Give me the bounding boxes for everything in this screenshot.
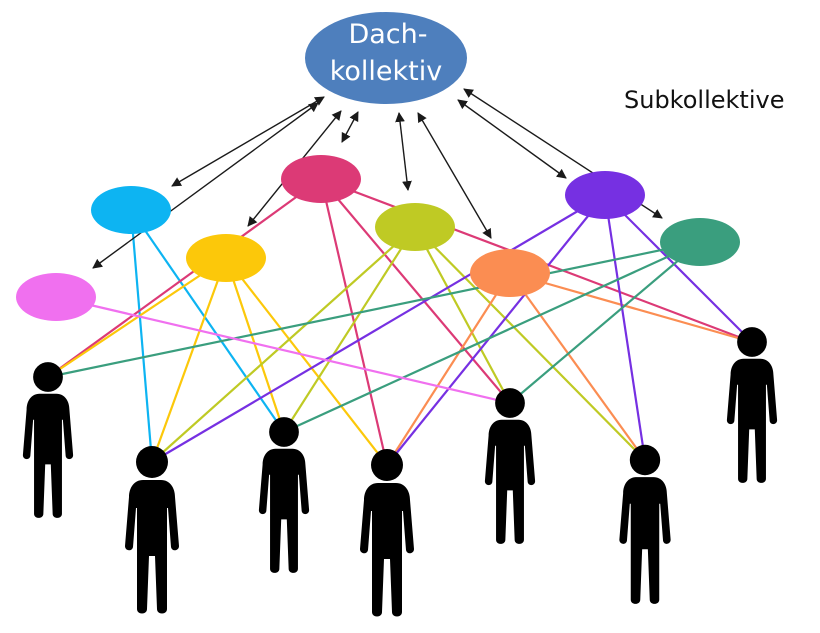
link-yellow-person-4 <box>225 257 388 466</box>
person-body <box>619 477 671 604</box>
people-group <box>22 327 778 617</box>
person-2 <box>125 446 179 614</box>
dachkollektiv-label-line2: kollektiv <box>330 56 443 87</box>
link-orange-person-4 <box>386 272 511 466</box>
link-purple-person-7 <box>604 194 753 343</box>
link-orange-person-7 <box>509 271 753 344</box>
person-5 <box>484 388 536 544</box>
person-body <box>125 480 179 614</box>
link-orange-person-6 <box>509 272 646 461</box>
person-4 <box>360 449 414 617</box>
subcollective-magenta <box>281 155 361 203</box>
link-pink-person-5 <box>55 295 511 405</box>
double-arrow-7 <box>457 99 567 179</box>
person-head <box>33 362 63 392</box>
link-purple-person-6 <box>603 194 647 461</box>
link-yellow-person-3 <box>224 257 286 433</box>
link-green-person-1 <box>47 240 701 379</box>
subcollective-yellow <box>186 234 266 282</box>
person-head <box>136 446 168 478</box>
person-body <box>22 393 74 518</box>
link-purple-person-2 <box>151 194 606 463</box>
person-body <box>726 358 778 483</box>
membership-lines <box>47 177 753 466</box>
person-head <box>737 327 767 357</box>
link-olive-person-6 <box>414 226 646 461</box>
subcollective-green <box>660 218 740 266</box>
subcollective-nodes <box>16 155 740 321</box>
dachkollektiv-node: Dach- kollektiv <box>305 12 467 104</box>
link-olive-person-5 <box>414 226 511 404</box>
subcollective-pink <box>16 273 96 321</box>
link-green-person-5 <box>509 241 701 404</box>
link-yellow-person-2 <box>150 257 228 463</box>
dachkollektiv-ellipse <box>305 12 467 104</box>
person-body <box>484 419 536 544</box>
link-yellow-person-1 <box>47 257 227 378</box>
person-head <box>629 444 661 476</box>
link-olive-person-2 <box>151 226 416 463</box>
link-green-person-3 <box>283 240 701 434</box>
subcollective-purple <box>565 171 645 219</box>
double-arrow-4 <box>341 111 359 143</box>
person-6 <box>619 444 671 604</box>
subcollective-cyan <box>91 186 171 234</box>
person-body <box>360 483 414 617</box>
subcollective-olive <box>375 203 455 251</box>
person-1 <box>22 362 74 518</box>
person-head <box>269 417 299 447</box>
person-body <box>258 448 310 573</box>
person-7 <box>726 327 778 483</box>
person-3 <box>258 417 310 573</box>
subkollektive-label: Subkollektive <box>624 86 784 114</box>
link-magenta-person-5 <box>320 178 511 404</box>
double-arrow-5 <box>395 112 412 191</box>
person-head <box>371 449 403 481</box>
link-purple-person-4 <box>386 194 606 466</box>
person-head <box>495 388 525 418</box>
link-olive-person-3 <box>283 226 416 433</box>
subcollective-orange <box>470 249 550 297</box>
link-cyan-person-2 <box>129 209 154 463</box>
dachkollektiv-label-line1: Dach- <box>348 19 427 50</box>
